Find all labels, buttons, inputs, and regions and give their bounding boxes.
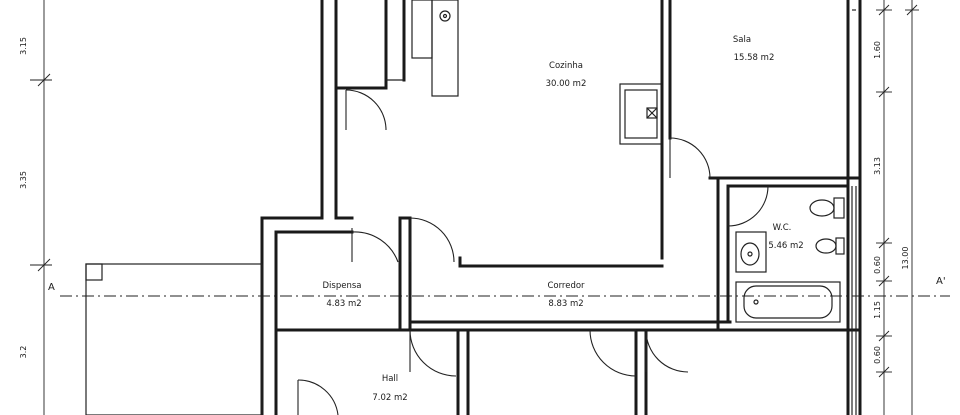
- dim-right-2: 3.13: [873, 157, 882, 175]
- room-area-cozinha: 30.00 m2: [546, 79, 587, 89]
- room-area-sala: 15.58 m2: [734, 53, 775, 63]
- dim-right-1: 1.60: [873, 41, 882, 59]
- exterior-lines: [851, 186, 857, 415]
- right-dimension-lines: 1.60 3.13 0.60 1.15 0.60 13.00: [873, 0, 919, 415]
- wc-fixtures: [735, 197, 845, 323]
- doors: [297, 89, 769, 415]
- room-area-wc: 5.46 m2: [768, 241, 803, 251]
- room-name-wc: W.C.: [773, 223, 792, 233]
- section-mark-right: A': [936, 276, 946, 287]
- room-name-dispensa: Dispensa: [323, 281, 362, 291]
- walls: [85, 0, 862, 415]
- room-name-cozinha: Cozinha: [549, 61, 583, 71]
- room-area-dispensa: 4.83 m2: [326, 299, 361, 309]
- room-area-hall: 7.02 m2: [372, 393, 407, 403]
- dim-left-1: 3.15: [19, 37, 28, 55]
- dim-left-2: 3.35: [19, 171, 28, 189]
- dim-right-3: 0.60: [873, 256, 882, 274]
- room-labels: Cozinha 30.00 m2 Sala 15.58 m2 W.C. 5.46…: [323, 35, 804, 403]
- room-name-corredor: Corredor: [547, 281, 585, 291]
- dim-right-5: 0.60: [873, 346, 882, 364]
- room-area-corredor: 8.83 m2: [548, 299, 583, 309]
- room-name-sala: Sala: [733, 35, 751, 45]
- room-name-hall: Hall: [382, 374, 398, 384]
- left-dimension-line: 3.15 3.35 3.2: [19, 0, 52, 415]
- dim-right-total: 13.00: [901, 247, 910, 270]
- section-line: A A': [48, 276, 950, 297]
- dim-left-3: 3.2: [19, 346, 28, 359]
- dim-right-4: 1.15: [873, 301, 882, 319]
- section-mark-left: A: [48, 282, 55, 293]
